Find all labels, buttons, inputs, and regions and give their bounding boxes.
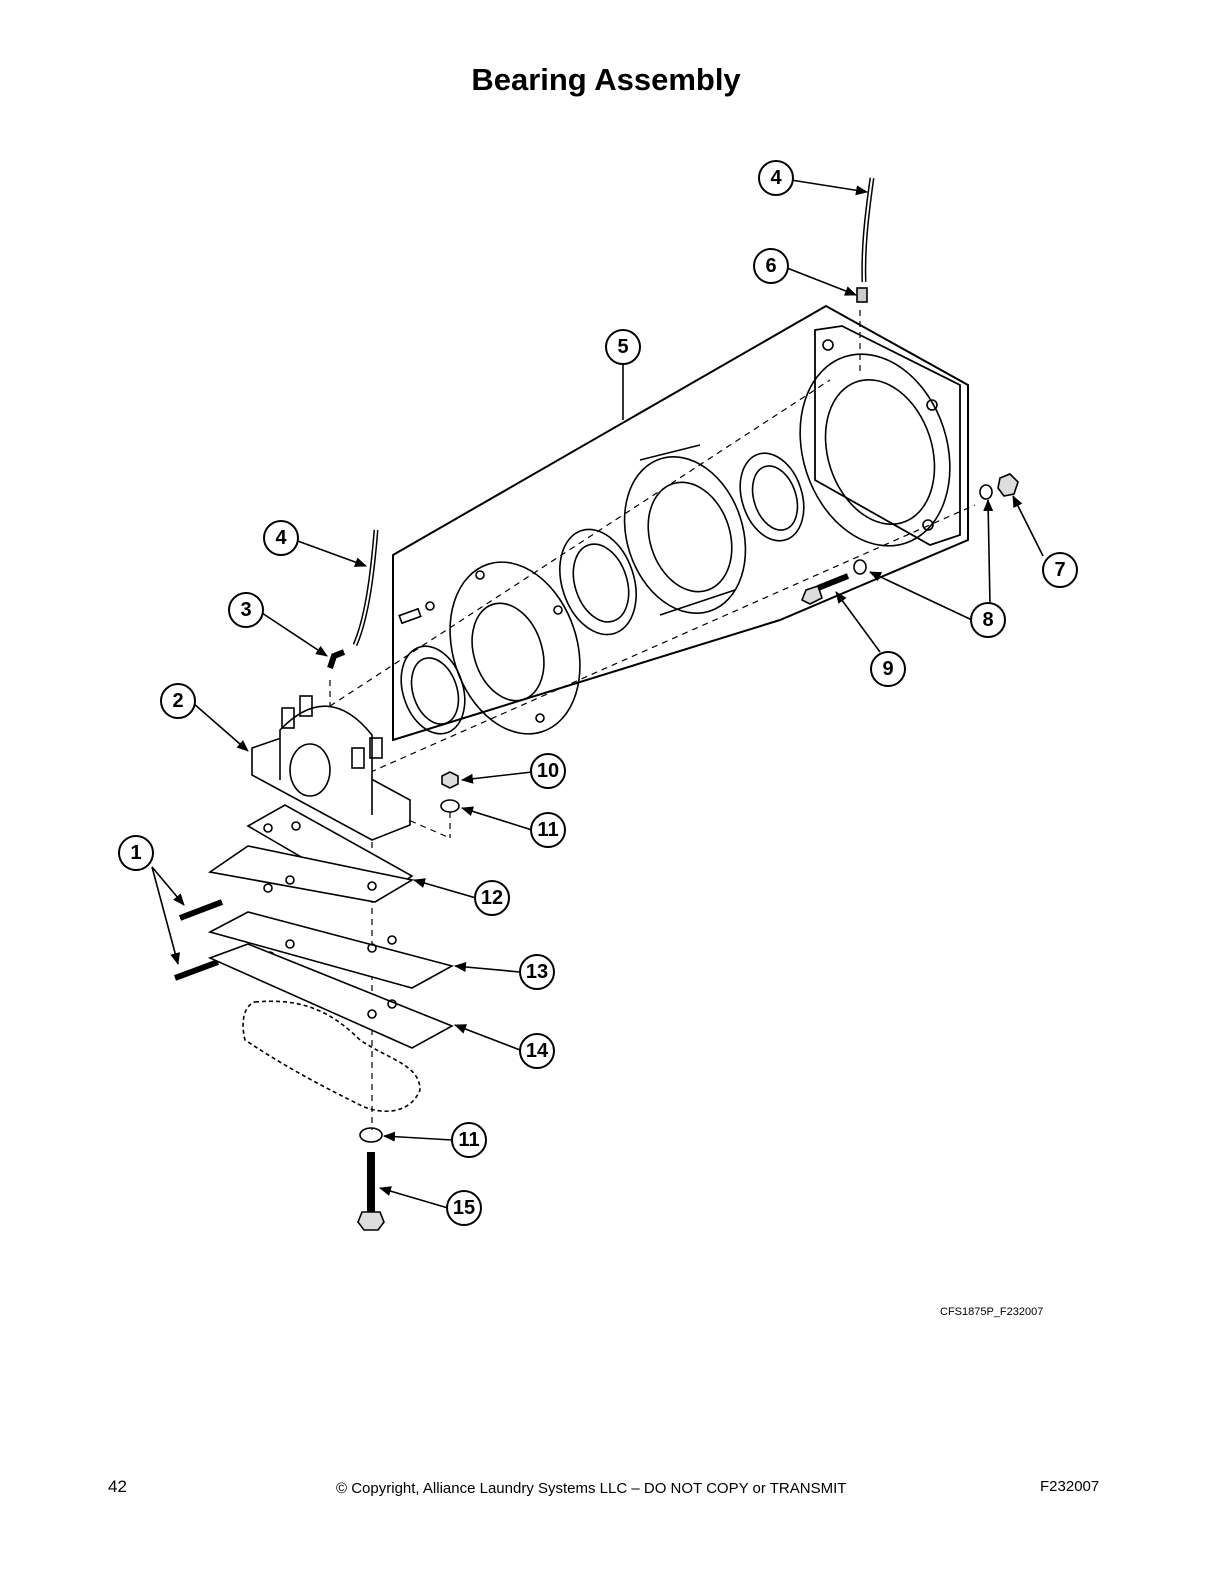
foundation-outline (242, 1000, 421, 1112)
callout-5: 5 (617, 336, 628, 358)
flange-housing (799, 325, 961, 547)
callout-4-upper: 4 (770, 167, 782, 189)
callout-3: 3 (240, 599, 251, 621)
leader-lines (151, 179, 1044, 1209)
seal-ring-left (400, 645, 466, 735)
washer-11-lower (359, 1127, 383, 1143)
pillow-block (251, 695, 411, 841)
callout-15: 15 (453, 1197, 475, 1219)
callout-9: 9 (882, 658, 893, 680)
document-number: F232007 (1040, 1478, 1100, 1495)
seal-ring-right (739, 452, 805, 542)
shim-plate-12 (207, 804, 415, 903)
cover-bolt (398, 601, 435, 625)
callout-11-upper: 11 (537, 819, 558, 841)
callout-12: 12 (481, 887, 503, 909)
callout-bubbles (118, 160, 1078, 1226)
alignment-lines (329, 310, 976, 1130)
hex-bolt-9 (800, 573, 850, 605)
callout-1: 1 (130, 842, 141, 864)
hex-bolt-15 (357, 1152, 385, 1231)
callout-4-lower: 4 (275, 527, 287, 549)
callout-11-lower: 11 (458, 1129, 479, 1151)
washers-nut (853, 473, 1019, 575)
page-title: Bearing Assembly (471, 62, 741, 97)
callout-14: 14 (526, 1040, 549, 1062)
dowel-pins (173, 899, 224, 981)
callout-8: 8 (982, 609, 993, 631)
page-number: 42 (108, 1477, 127, 1496)
nut-washer-10-11 (440, 771, 460, 813)
callout-6: 6 (765, 255, 776, 277)
elbow-fitting (327, 649, 346, 669)
grease-fitting (856, 287, 868, 303)
figure-code: CFS1875P_F232007 (940, 1306, 1044, 1318)
callout-2: 2 (172, 690, 183, 712)
callout-13: 13 (526, 961, 548, 983)
callout-7: 7 (1054, 559, 1065, 581)
shim-plate-13 (207, 911, 455, 989)
grease-line-lower (352, 529, 379, 647)
bearing-insert (623, 444, 747, 616)
callout-10: 10 (537, 760, 559, 782)
copyright-notice: © Copyright, Alliance Laundry Systems LL… (336, 1480, 847, 1497)
sub-assembly-outline (392, 304, 969, 742)
seal-ring-middle (559, 528, 637, 636)
